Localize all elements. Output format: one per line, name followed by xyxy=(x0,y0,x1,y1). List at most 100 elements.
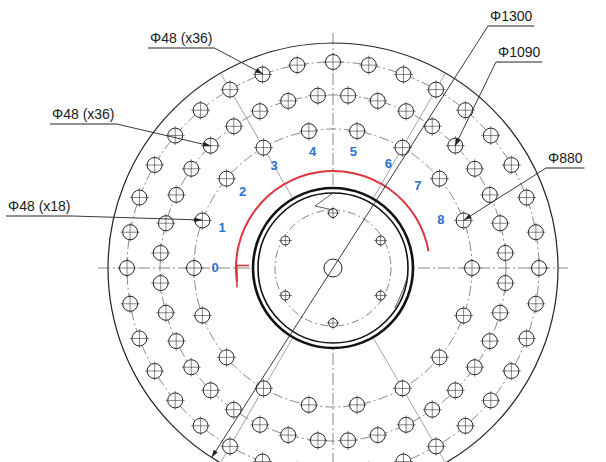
hole-crosshair xyxy=(474,159,475,178)
hole-crosshair xyxy=(465,101,466,120)
callout-number: 8 xyxy=(437,213,444,227)
hole-crosshair xyxy=(263,138,264,157)
label-underline xyxy=(6,216,73,217)
hole-crosshair xyxy=(263,379,264,398)
hole-crosshair xyxy=(526,329,527,348)
hole-crosshair xyxy=(139,329,140,348)
hole-crosshair xyxy=(368,56,369,75)
hole-crosshair xyxy=(432,400,433,419)
hole-crosshair xyxy=(139,188,140,207)
hole-crosshair xyxy=(333,317,334,330)
hole-crosshair xyxy=(191,159,192,178)
dimension-label: Φ48 (x18) xyxy=(8,198,71,214)
leader-arrowhead xyxy=(464,214,472,220)
hole-crosshair xyxy=(455,381,456,400)
sector-arc xyxy=(236,171,429,282)
callout-number: 3 xyxy=(270,159,277,173)
hole-crosshair xyxy=(535,223,536,242)
hole-crosshair xyxy=(511,362,512,381)
leader-arrowhead xyxy=(455,138,460,146)
hole-crosshair xyxy=(368,461,369,462)
hole-crosshair xyxy=(262,452,263,462)
hole-crosshair xyxy=(226,348,227,367)
hole-crosshair xyxy=(474,358,475,377)
hole-crosshair xyxy=(357,122,358,141)
hole-crosshair xyxy=(285,234,286,247)
hole-crosshair xyxy=(348,86,349,105)
hole-crosshair xyxy=(535,294,536,313)
callout-number: 1 xyxy=(218,221,225,235)
hole-crosshair xyxy=(308,122,309,141)
label-underline xyxy=(50,124,117,125)
hole-crosshair xyxy=(165,214,166,233)
hole-crosshair xyxy=(403,65,404,84)
callout-number: 7 xyxy=(414,179,421,193)
hole-crosshair xyxy=(333,53,334,72)
hole-crosshair xyxy=(406,415,407,434)
hole-crosshair xyxy=(380,289,381,302)
hole-crosshair xyxy=(160,274,161,293)
hole-crosshair xyxy=(490,126,491,145)
hole-crosshair xyxy=(500,214,501,233)
dimension-label: Φ48 (x36) xyxy=(150,30,213,46)
hole-crosshair xyxy=(297,461,298,462)
hole-crosshair xyxy=(165,303,166,322)
hole-crosshair xyxy=(526,188,527,207)
callout-number: 2 xyxy=(239,185,246,199)
dimension-label: Φ48 (x36) xyxy=(52,106,115,122)
hole-crosshair xyxy=(230,437,231,456)
hole-crosshair xyxy=(176,332,177,351)
label-underline xyxy=(496,62,542,63)
hole-crosshair xyxy=(472,259,473,278)
hole-crosshair xyxy=(505,274,506,293)
hole-crosshair xyxy=(200,416,201,435)
hole-crosshair xyxy=(403,452,404,462)
hole-crosshair xyxy=(377,426,378,445)
hole-crosshair xyxy=(490,391,491,410)
hole-crosshair xyxy=(194,259,195,278)
hole-crosshair xyxy=(127,259,128,278)
arc-tick xyxy=(236,265,238,287)
hole-crosshair xyxy=(202,306,203,325)
hole-crosshair xyxy=(439,348,440,367)
hub-notch xyxy=(315,193,333,210)
hole-crosshair xyxy=(489,332,490,351)
hole-crosshair xyxy=(160,243,161,262)
hole-crosshair xyxy=(288,426,289,445)
leader-arrowhead xyxy=(194,217,202,222)
hole-crosshair xyxy=(402,379,403,398)
hole-crosshair xyxy=(489,185,490,204)
hole-crosshair xyxy=(154,156,155,175)
hole-crosshair xyxy=(432,117,433,136)
hole-crosshair xyxy=(130,294,131,313)
leader-arrowhead xyxy=(203,142,211,147)
hole-crosshair xyxy=(436,437,437,456)
arc-tick xyxy=(237,265,249,267)
hole-crosshair xyxy=(259,415,260,434)
leader-line xyxy=(455,62,496,146)
leader-line xyxy=(215,48,263,74)
hole-crosshair xyxy=(317,431,318,450)
label-underline xyxy=(148,48,215,49)
hole-crosshair xyxy=(500,303,501,322)
hole-crosshair xyxy=(463,211,464,230)
hole-crosshair xyxy=(357,395,358,414)
hole-crosshair xyxy=(191,358,192,377)
hole-crosshair xyxy=(406,102,407,121)
callout-number: 5 xyxy=(350,145,357,159)
leader-line xyxy=(73,216,202,220)
hole-crosshair xyxy=(175,391,176,410)
dimension-label: Φ880 xyxy=(548,150,583,166)
label-underline xyxy=(488,26,534,27)
hole-crosshair xyxy=(226,169,227,188)
hole-crosshair xyxy=(154,362,155,381)
hole-crosshair xyxy=(262,65,263,84)
hole-crosshair xyxy=(176,185,177,204)
hole-crosshair xyxy=(233,400,234,419)
hole-crosshair xyxy=(511,156,512,175)
hole-crosshair xyxy=(210,381,211,400)
leader-line xyxy=(117,124,211,146)
hole-crosshair xyxy=(463,306,464,325)
hole-crosshair xyxy=(233,117,234,136)
hole-crosshair xyxy=(200,101,201,120)
